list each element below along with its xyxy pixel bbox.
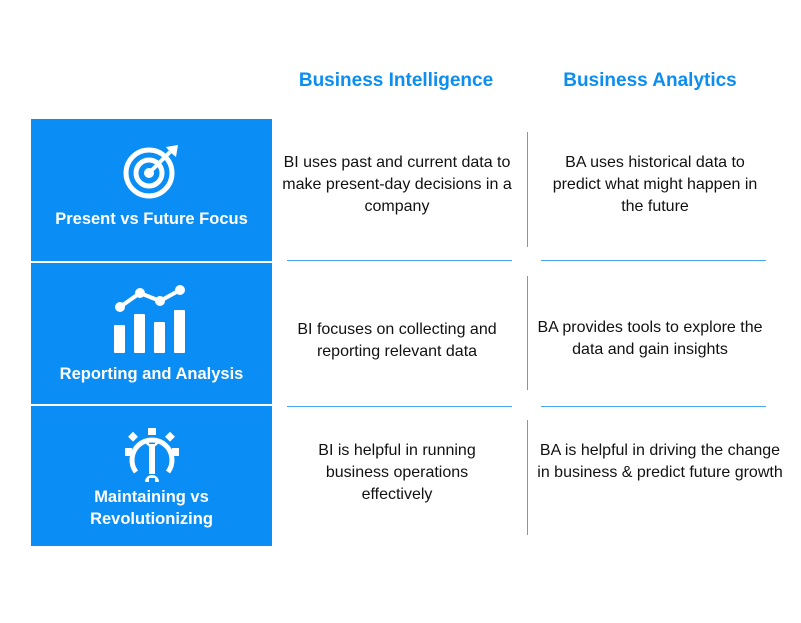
row-label-reporting: Reporting and Analysis	[31, 263, 272, 404]
divider	[527, 276, 528, 390]
divider	[527, 132, 528, 247]
target-icon	[123, 145, 178, 199]
gear-wrench-icon	[124, 428, 179, 482]
bi-cell-2: BI focuses on collecting and reporting r…	[297, 321, 497, 360]
row-label-text: Maintaining vs Revolutionizing	[90, 488, 213, 528]
bi-cell-1: BI uses past and current data to make pr…	[282, 154, 512, 215]
divider	[287, 406, 512, 407]
ba-cell-3: BA is helpful in driving the change in b…	[537, 442, 783, 481]
row-label-maintaining: Maintaining vs Revolutionizing	[31, 406, 272, 546]
bi-cell-3: BI is helpful in running business operat…	[318, 442, 476, 503]
divider	[287, 260, 512, 261]
row-label-present-future: Present vs Future Focus	[31, 119, 272, 261]
header-business-analytics: Business Analytics	[563, 70, 737, 91]
row-label-text: Reporting and Analysis	[59, 365, 244, 383]
row-label-text: Present vs Future Focus	[55, 210, 248, 228]
divider	[541, 260, 766, 261]
divider	[541, 406, 766, 407]
header-business-intelligence: Business Intelligence	[298, 70, 494, 91]
chart-icon	[113, 285, 185, 353]
ba-cell-1: BA uses historical data to predict what …	[552, 154, 758, 215]
ba-cell-2: BA provides tools to explore the data an…	[537, 319, 763, 358]
divider	[527, 420, 528, 535]
